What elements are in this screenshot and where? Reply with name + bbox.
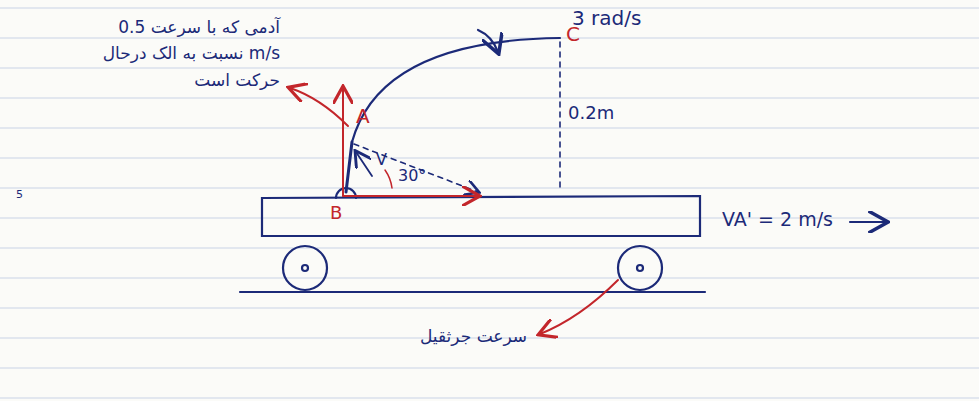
dimension: 0.2m <box>568 102 614 124</box>
margin-number: 5 <box>16 188 23 201</box>
point-label: B <box>330 202 342 224</box>
point-label: C <box>566 22 580 46</box>
angular-velocity: 3 rad/s <box>572 6 641 30</box>
truck-speed: VA' = 2 m/s <box>722 208 833 231</box>
note-text: سرعت جرثقیل <box>420 326 527 346</box>
note-text: آدمی که با سرعت 0.5 m/s نسبت به الک درحا… <box>92 14 280 93</box>
velocity-label: V <box>376 150 387 169</box>
point-label: A <box>356 104 370 128</box>
angle-label: 30° <box>398 166 426 185</box>
